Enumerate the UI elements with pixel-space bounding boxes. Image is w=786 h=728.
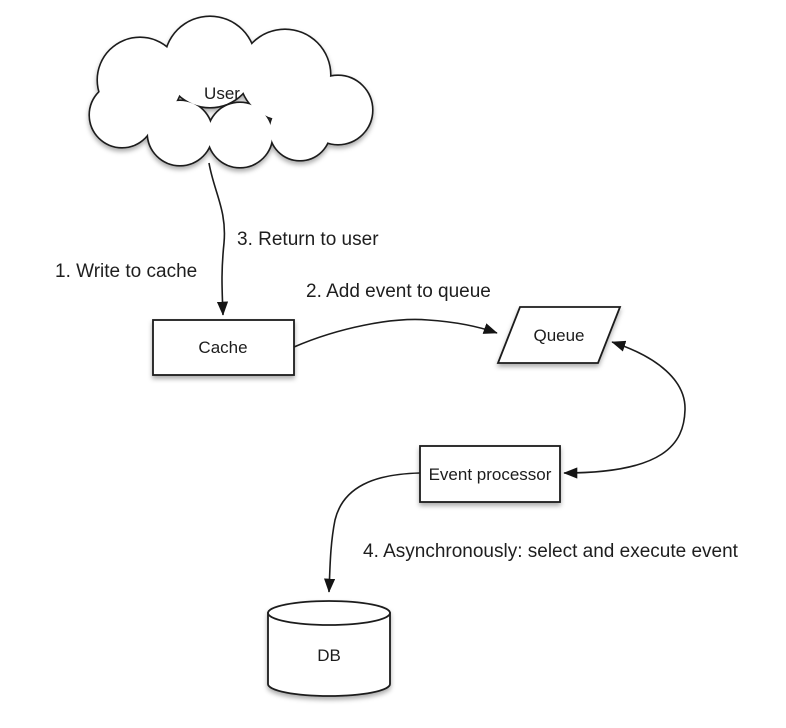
- db-node: DB: [267, 600, 391, 697]
- queue-parallelogram: [496, 306, 622, 364]
- cache-node-label: Cache: [198, 338, 247, 357]
- edge-labels-layer: 1. Write to cache 2. Add event to queue …: [55, 229, 739, 562]
- cache-box: [152, 319, 295, 376]
- edges-layer: [208, 162, 686, 593]
- user-node-label: User: [204, 84, 240, 103]
- db-node-label: DB: [317, 646, 341, 665]
- queue-node: Queue: [496, 306, 622, 364]
- edge-label-step2: 2. Add event to queue: [306, 281, 491, 302]
- edge-event-processor-to-db: [324, 472, 421, 593]
- edge-user-to-cache: [208, 162, 229, 316]
- edge-cache-to-queue: [293, 318, 498, 348]
- edge-label-step3: 3. Return to user: [237, 229, 379, 250]
- edge-label-step4: 4. Asynchronously: select and execute ev…: [363, 541, 739, 562]
- edge-label-step1: 1. Write to cache: [55, 261, 197, 282]
- cloud-shape-fill: [90, 17, 372, 167]
- event-processor-node: Event processor: [419, 445, 561, 503]
- user-cloud-node: User: [88, 15, 374, 169]
- db-cylinder-top: [267, 600, 391, 626]
- event-processor-box: [419, 445, 561, 503]
- edge-queue-event-processor: [563, 340, 686, 479]
- event-processor-node-label: Event processor: [429, 465, 552, 484]
- cache-node: Cache: [152, 319, 295, 376]
- queue-node-label: Queue: [533, 326, 584, 345]
- db-cylinder-body: [267, 612, 391, 697]
